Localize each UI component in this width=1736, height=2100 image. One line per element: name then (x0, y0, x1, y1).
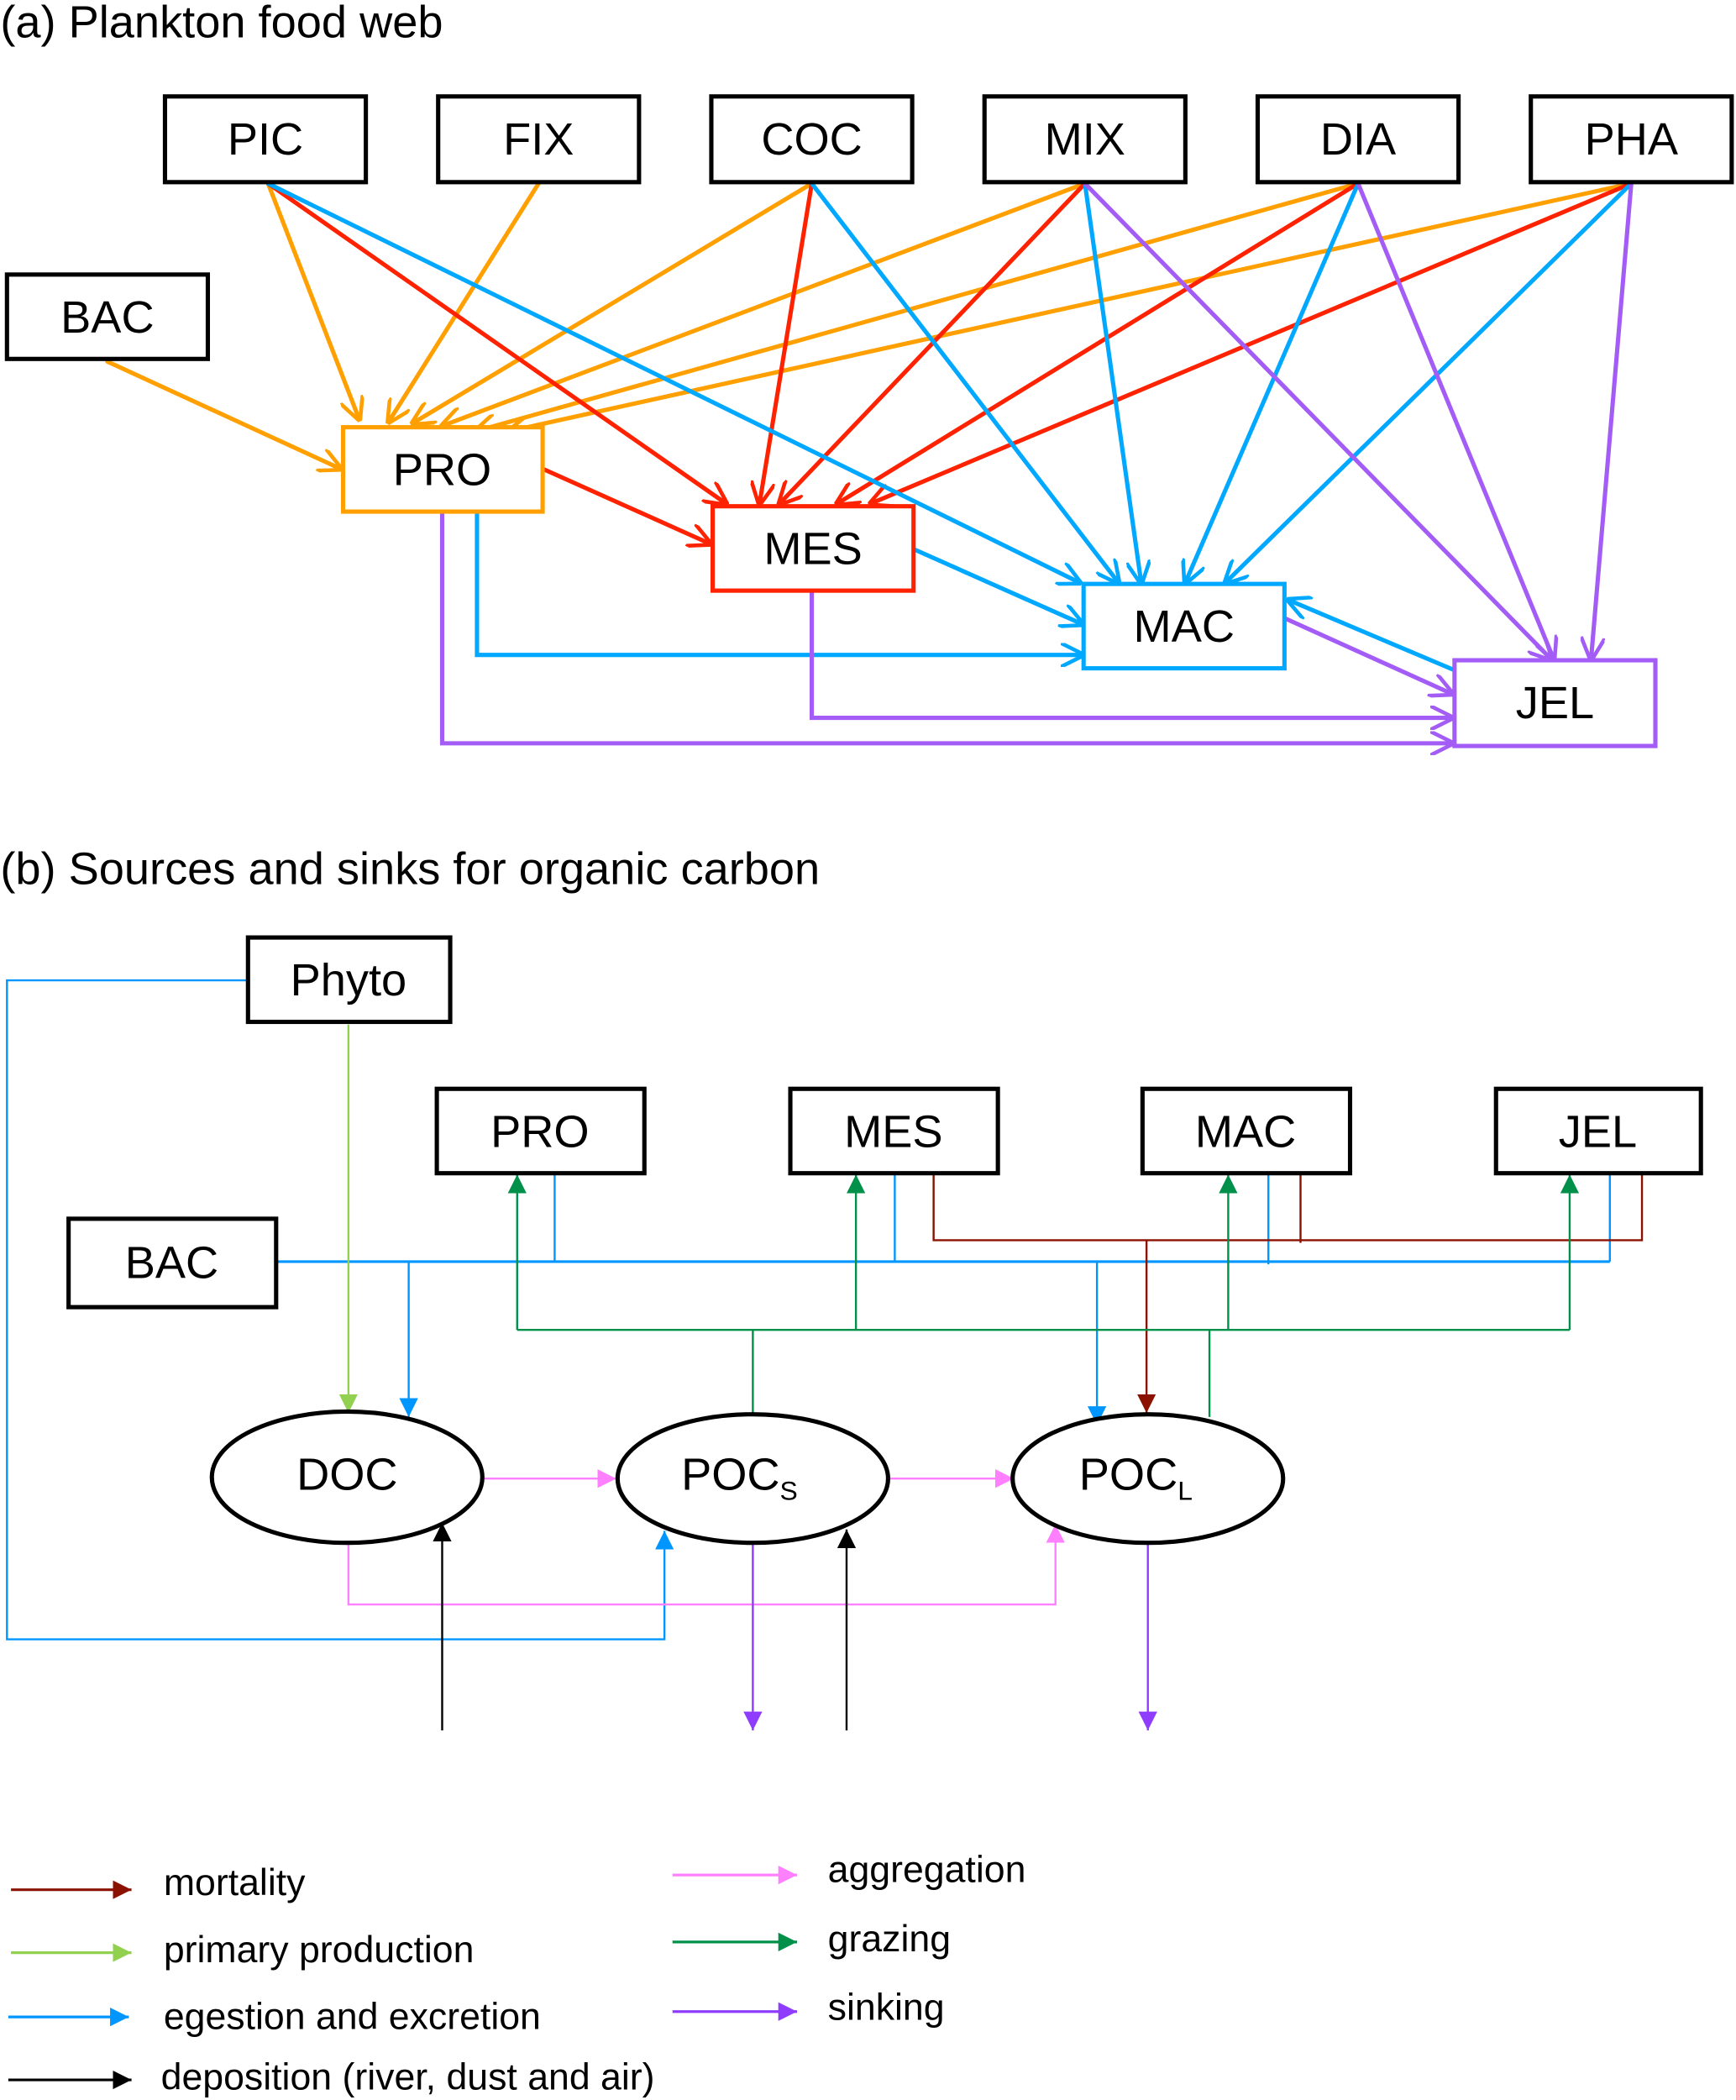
edge-bac-pro (105, 359, 340, 469)
legend-label-deposition: deposition (river, dust and air) (161, 2056, 655, 2097)
pool-pocs[interactable]: POCS (615, 1412, 890, 1546)
panel-a-nodes: PIC FIX COC MIX DIA PHA BAC PRO MES MAC … (4, 94, 1734, 748)
edge-pic-pro (265, 181, 359, 419)
node-b-jel[interactable]: JEL (1493, 1086, 1703, 1176)
node-coc[interactable]: COC (709, 94, 915, 185)
legend-item-primary-production: primary production (11, 1929, 474, 1971)
edge-dia-jel (1356, 181, 1554, 659)
legend-label-primary-production: primary production (164, 1929, 475, 1971)
edge-pha-mac (1225, 181, 1634, 582)
pool-pocl[interactable]: POCL (1010, 1412, 1286, 1546)
edge-coc-mes (759, 181, 815, 503)
edge-pro-jel (439, 511, 1451, 743)
node-b-mes-label: MES (844, 1106, 942, 1157)
node-b-bac-label: BAC (125, 1238, 218, 1289)
node-b-jel-label: JEL (1559, 1106, 1637, 1157)
panel-b-nodes: Phyto PRO MES MAC JEL BAC DOC POCS POCL (66, 935, 1703, 1546)
node-jel-label: JEL (1516, 678, 1594, 728)
edge-coc-mac (809, 181, 1119, 582)
edge-doc-pocl (347, 1524, 1065, 1606)
node-coc-label: COC (761, 114, 862, 165)
node-pha[interactable]: PHA (1529, 94, 1734, 185)
legend: mortality primary production egestion an… (8, 1849, 1025, 2097)
legend-label-aggregation: aggregation (828, 1849, 1026, 1890)
node-mix-label: MIX (1045, 114, 1125, 165)
node-pic-label: PIC (228, 114, 303, 165)
legend-item-deposition: deposition (river, dust and air) (8, 2056, 655, 2097)
edge-mac-jel (1283, 617, 1452, 694)
node-b-pro[interactable]: PRO (434, 1086, 647, 1176)
legend-item-grazing: grazing (672, 1919, 951, 1960)
edge-mes-mac (911, 547, 1083, 624)
node-b-mac-label: MAC (1195, 1106, 1296, 1157)
node-pic[interactable]: PIC (162, 94, 369, 185)
node-mes[interactable]: MES (710, 504, 916, 593)
pool-pocs-sub: S (780, 1476, 798, 1506)
edge-fix-pro (389, 181, 541, 422)
node-b-bac[interactable]: BAC (66, 1216, 279, 1310)
pool-pocl-label: POCL (1079, 1449, 1193, 1505)
legend-label-egestion: egestion and excretion (164, 1997, 541, 2038)
edge-pic-mac (265, 181, 1079, 582)
pool-pocl-sub: L (1177, 1476, 1193, 1506)
node-pha-label: PHA (1585, 114, 1679, 165)
node-mes-label: MES (763, 524, 862, 575)
panel-b-edges (6, 979, 1644, 1730)
node-fix-label: FIX (503, 114, 574, 165)
pool-doc[interactable]: DOC (209, 1409, 485, 1546)
node-dia-label: DIA (1320, 114, 1397, 165)
edge-coc-pro (412, 181, 815, 423)
node-jel[interactable]: JEL (1452, 658, 1658, 748)
edge-pic-mes (265, 181, 726, 503)
node-b-mes[interactable]: MES (788, 1086, 1000, 1176)
node-bac-label: BAC (60, 292, 154, 343)
edge-pro-mac (475, 511, 1083, 655)
node-b-mac[interactable]: MAC (1140, 1086, 1353, 1176)
edge-mix-pro (442, 181, 1088, 426)
legend-item-egestion: egestion and excretion (8, 1997, 541, 2038)
pool-pocs-main: POC (681, 1449, 779, 1499)
node-dia[interactable]: DIA (1255, 94, 1461, 185)
legend-item-sinking: sinking (672, 1987, 945, 2028)
edge-pha-mes (871, 181, 1634, 503)
node-fix[interactable]: FIX (436, 94, 642, 185)
legend-label-grazing: grazing (828, 1919, 951, 1960)
legend-label-sinking: sinking (828, 1987, 945, 2028)
pool-pocs-label: POCS (681, 1449, 798, 1505)
edge-mix-mac (1083, 181, 1141, 582)
edge-phyto-pocs (6, 979, 674, 1641)
node-mix[interactable]: MIX (982, 94, 1188, 185)
legend-item-aggregation: aggregation (672, 1849, 1026, 1890)
panel-a-edges (105, 181, 1634, 743)
node-pro-label: PRO (393, 445, 491, 496)
edge-dia-mac (1185, 181, 1361, 582)
edge-dia-pro (475, 181, 1361, 431)
node-phyto[interactable]: Phyto (245, 935, 453, 1025)
edge-dia-mes (837, 181, 1361, 503)
edge-mes-jel (809, 588, 1452, 717)
node-mac[interactable]: MAC (1081, 581, 1287, 671)
edge-pha-pro (509, 181, 1634, 431)
legend-item-mortality: mortality (11, 1862, 306, 1903)
pool-doc-label: DOC (296, 1449, 397, 1499)
panel-b-title: (b) Sources and sinks for organic carbon (0, 843, 820, 894)
edge-pha-jel (1591, 181, 1634, 659)
node-bac[interactable]: BAC (4, 272, 211, 361)
legend-label-mortality: mortality (164, 1862, 306, 1903)
edge-jel-mac (1288, 600, 1455, 672)
panel-a-title: (a) Plankton food web (0, 0, 443, 48)
node-b-pro-label: PRO (490, 1106, 589, 1157)
node-pro[interactable]: PRO (340, 425, 545, 514)
node-phyto-label: Phyto (291, 955, 407, 1005)
node-mac-label: MAC (1134, 601, 1235, 652)
edge-mix-jel (1083, 181, 1551, 659)
bus-mortality (932, 1174, 1644, 1242)
pool-pocl-main: POC (1079, 1449, 1177, 1499)
edge-pro-mes (540, 466, 710, 543)
